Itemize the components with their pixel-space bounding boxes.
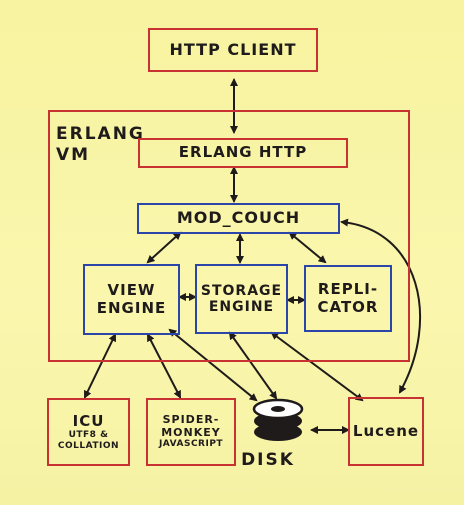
view-engine-label-line: ENGINE (96, 298, 167, 317)
edge-view-icu (84, 333, 116, 399)
http-client-box: HTTP CLIENT (148, 28, 318, 72)
disk-icon (252, 398, 304, 441)
edge-modcouch-view (146, 231, 182, 264)
view-engine-box: VIEW ENGINE (83, 264, 180, 335)
storage-engine-label-line: STORAGE (200, 282, 283, 299)
mod-couch-box: MOD_COUCH (137, 203, 340, 234)
edge-modcouch-lucene (340, 218, 421, 394)
replicator-box: REPLI- CATOR (304, 265, 392, 332)
erlang-vm-container (48, 110, 410, 362)
storage-engine-label-line: ENGINE (208, 299, 275, 315)
lucene-box: Lucene (348, 397, 424, 466)
spidermonkey-label-line: SPIDER- (162, 413, 220, 427)
replicator-label-line: CATOR (317, 297, 379, 316)
view-engine-label-line: VIEW (107, 281, 156, 300)
http-client-label: HTTP CLIENT (169, 39, 297, 59)
spidermonkey-label-line: MONKEY (161, 425, 221, 439)
erlang-http-box: ERLANG HTTP (138, 138, 348, 168)
disk-label: DISK (241, 450, 295, 470)
erlang-vm-label: ERLANG VM (56, 124, 145, 167)
lucene-label: Lucene (352, 421, 420, 440)
erlang-vm-label-line: ERLANG (56, 124, 145, 144)
spidermonkey-sublabel: JAVASCRIPT (158, 439, 224, 450)
replicator-label-line: REPLI- (317, 280, 379, 299)
erlang-http-label: ERLANG HTTP (178, 143, 308, 162)
icu-sublabel: COLLATION (57, 440, 120, 451)
icu-label: ICU (72, 412, 105, 431)
icu-sublabel: UTF8 & (68, 430, 109, 441)
icu-box: ICU UTF8 & COLLATION (47, 398, 130, 466)
erlang-vm-label-line: VM (56, 145, 91, 166)
mod-couch-label: MOD_COUCH (176, 208, 301, 228)
edge-modcouch-replicator (288, 231, 327, 264)
edge-storage-disk (228, 331, 278, 400)
spidermonkey-box: SPIDER- MONKEY JAVASCRIPT (146, 398, 236, 466)
storage-engine-box: STORAGE ENGINE (195, 264, 288, 334)
